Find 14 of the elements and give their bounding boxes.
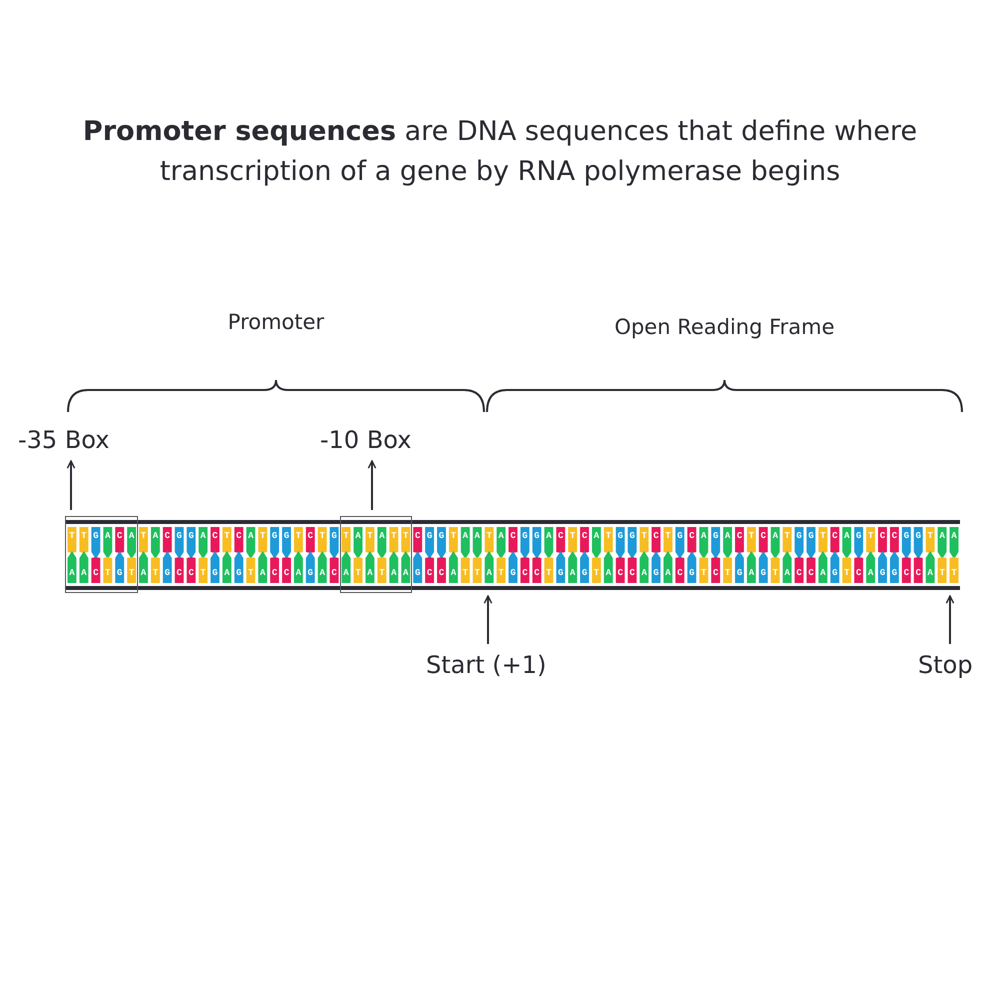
callout-label: -35 Box: [18, 425, 128, 455]
arrow: [484, 595, 492, 644]
base-sequence: AACTGTATGCCTGAGTACCAGACATATAAGCCATTATGCCTGAGTACCAGACGTCTGAGTACCAGTCAGGCCATT: [69, 568, 964, 578]
arrow: [946, 595, 954, 644]
callout-label: Stop: [918, 650, 984, 680]
base-sequence: TTGACATACGGACTCATGGTCTGTATATTCGGTAATACGGACTCATGGTCTGCAGACTCATGGTCAGTCCGGTAA: [69, 531, 964, 541]
callout-label: -10 Box: [320, 425, 420, 455]
callout-label: Start (+1): [426, 650, 552, 680]
arrow: [66, 460, 76, 510]
dna-strip-drawing: [66, 520, 960, 590]
title-text: Promoter sequences are DNA sequences that define where transcription of a gene by RNA polymerase begins: [82, 115, 918, 189]
region-label: Promoter: [226, 310, 326, 334]
region-label: Open Reading Frame: [613, 315, 836, 339]
arrow: [368, 460, 376, 510]
